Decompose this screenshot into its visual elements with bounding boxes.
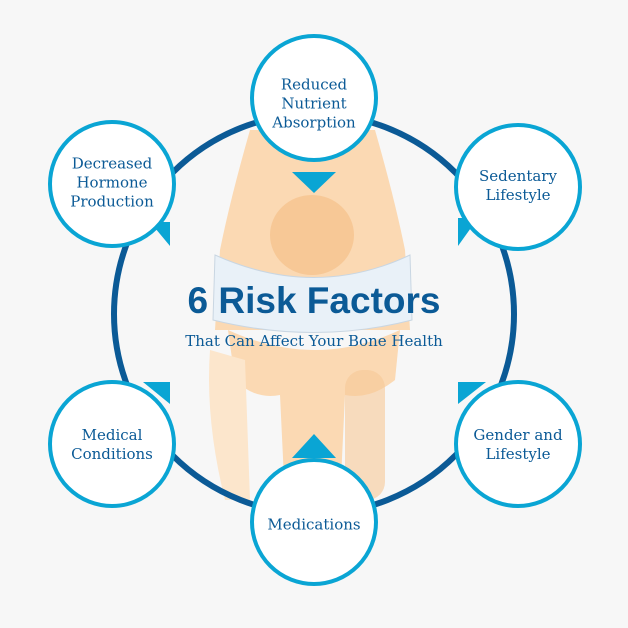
main-title: 6 Risk Factors <box>187 280 441 321</box>
factor-sedentary-lifestyle: Sedentary Lifestyle <box>479 167 557 204</box>
factor-reduced-nutrient-absorption: Reduced Nutrient Absorption <box>272 75 356 132</box>
factor-medical-conditions: Medical Conditions <box>71 426 153 463</box>
node-circles <box>48 34 582 586</box>
factor-decreased-hormone-production: Decreased Hormone Production <box>70 154 154 211</box>
factor-medications: Medications <box>267 515 361 534</box>
subtitle: That Can Affect Your Bone Health <box>185 332 443 350</box>
factor-gender-and-lifestyle: Gender and Lifestyle <box>473 426 563 463</box>
knee-illustration <box>209 130 413 500</box>
